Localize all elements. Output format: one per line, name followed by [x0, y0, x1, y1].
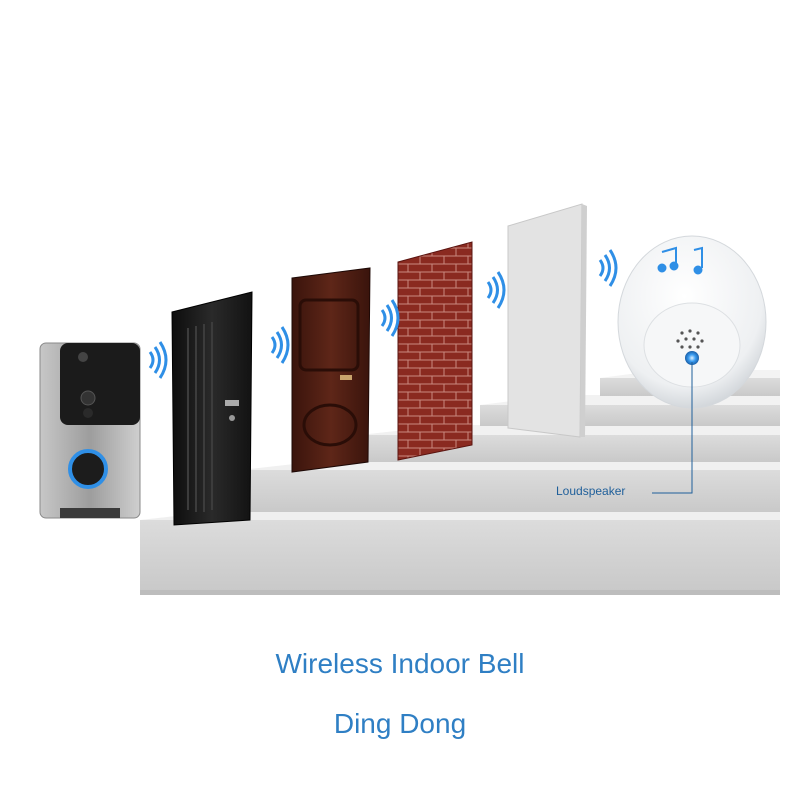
loudspeaker-label: Loudspeaker [556, 484, 626, 498]
brick-wall [397, 241, 473, 461]
music-notes-icon [657, 246, 703, 275]
wifi-signal-icon [598, 249, 618, 287]
caption-subtitle: Ding Dong [333, 708, 467, 739]
video-doorbell [39, 342, 141, 519]
callout-line [652, 362, 693, 494]
black-door [171, 291, 253, 526]
white-wall [507, 203, 587, 438]
caption-title: Wireless Indoor Bell [275, 648, 525, 679]
wifi-signal-icon [148, 341, 168, 379]
wifi-signal-icon [486, 271, 506, 309]
brown-door [291, 267, 371, 473]
wifi-signal-icon [270, 326, 290, 364]
wifi-signal-icon [380, 299, 400, 337]
